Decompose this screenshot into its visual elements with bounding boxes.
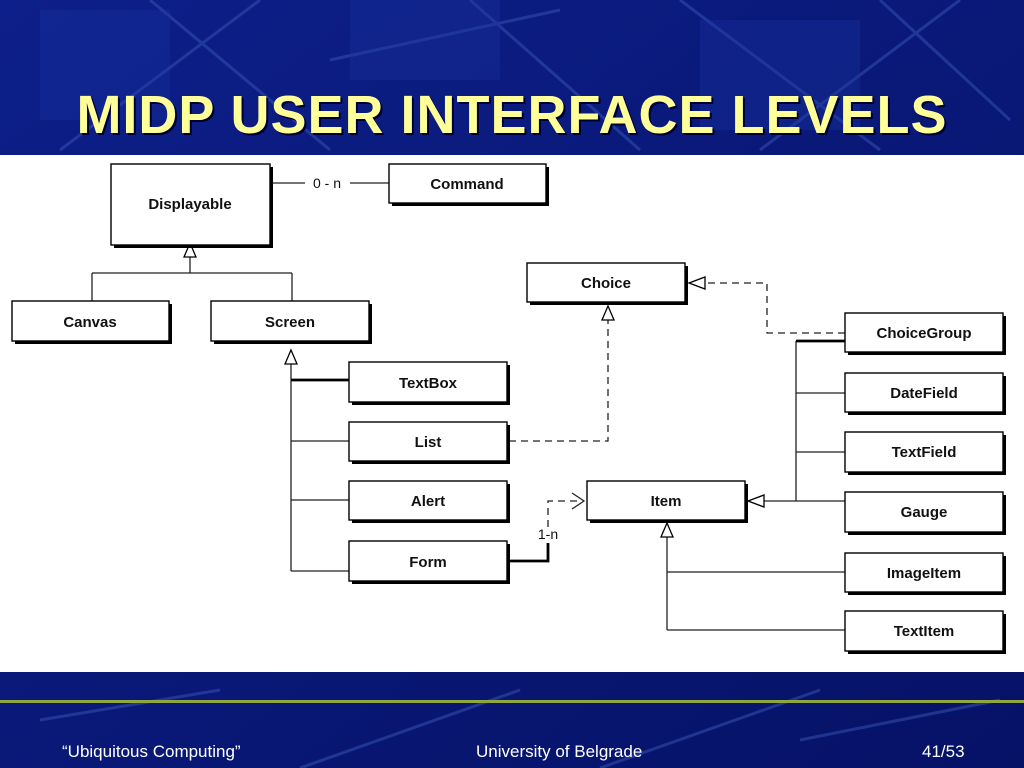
class-name: Displayable xyxy=(148,196,231,213)
class-name: List xyxy=(415,434,442,451)
footer-page-number: 41/53 xyxy=(922,742,965,761)
uml-class-diagram: 0 - n 1-n Displayable Command Canvas Scr… xyxy=(11,163,1006,654)
class-name: Command xyxy=(430,176,503,193)
realization-line xyxy=(705,282,845,334)
class-name: Screen xyxy=(265,314,315,331)
class-name: ChoiceGroup xyxy=(876,325,971,342)
class-box-item: Item xyxy=(586,480,748,523)
triangle-arrowhead xyxy=(601,304,615,321)
triangle-arrowhead xyxy=(687,276,706,290)
class-box-command: Command xyxy=(388,163,549,206)
uml-diagram-panel: 0 - n 1-n Displayable Command Canvas Scr… xyxy=(0,155,1024,672)
inheritance-arrowheads xyxy=(183,241,765,538)
class-box-screen: Screen xyxy=(210,300,372,344)
class-name: Canvas xyxy=(63,314,116,331)
footer-course: “Ubiquitous Computing” xyxy=(62,742,241,761)
class-box-textitem: TextItem xyxy=(844,610,1006,654)
class-box-choicegroup: ChoiceGroup xyxy=(844,312,1006,355)
class-box-canvas: Canvas xyxy=(11,300,172,344)
class-box-list: List xyxy=(348,421,510,464)
class-name: ImageItem xyxy=(887,565,961,582)
class-name: Form xyxy=(409,554,447,571)
class-name: Alert xyxy=(411,493,445,510)
class-box-form: Form xyxy=(348,540,510,584)
class-name: Item xyxy=(651,493,682,510)
class-box-displayable: Displayable xyxy=(110,163,273,248)
class-box-textbox: TextBox xyxy=(348,361,510,405)
command-multiplicity-label: 0 - n xyxy=(313,175,341,191)
class-box-choice: Choice xyxy=(526,262,688,305)
class-name: DateField xyxy=(890,385,958,402)
class-box-alert: Alert xyxy=(348,480,510,523)
class-box-imageitem: ImageItem xyxy=(844,552,1006,595)
open-arrowhead xyxy=(571,492,586,510)
aggregation-line xyxy=(509,543,550,563)
class-box-datefield: DateField xyxy=(844,372,1006,415)
triangle-arrowhead xyxy=(746,494,765,508)
aggregation-line xyxy=(547,500,582,527)
class-box-textfield: TextField xyxy=(844,431,1006,475)
slide-title: MIDP USER INTERFACE LEVELS xyxy=(76,85,948,145)
connector-lines xyxy=(91,182,845,631)
triangle-arrowhead xyxy=(284,348,298,365)
triangle-arrowhead xyxy=(660,521,674,538)
class-name: TextField xyxy=(892,444,957,461)
class-name: Choice xyxy=(581,275,631,292)
triangle-arrowhead xyxy=(183,241,197,258)
class-name: Gauge xyxy=(901,504,948,521)
class-name: TextItem xyxy=(894,623,955,640)
realization-line xyxy=(509,319,609,442)
item-multiplicity-label: 1-n xyxy=(538,526,558,542)
class-box-gauge: Gauge xyxy=(844,491,1006,535)
footer-institution: University of Belgrade xyxy=(476,742,643,761)
footer-divider xyxy=(0,700,1024,703)
class-name: TextBox xyxy=(399,375,458,392)
